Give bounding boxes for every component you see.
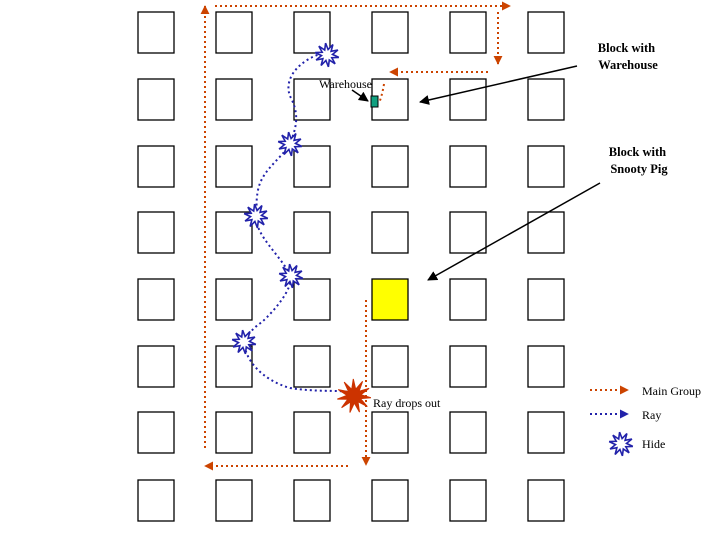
city-block xyxy=(215,78,253,121)
city-block xyxy=(137,11,175,54)
city-block xyxy=(293,345,331,388)
city-block xyxy=(527,211,565,254)
city-block xyxy=(527,11,565,54)
block-with-snooty-pig-label: Block with Snooty Pig xyxy=(609,145,669,176)
city-block xyxy=(449,479,487,522)
legend-ray-label: Ray xyxy=(642,408,661,422)
city-block xyxy=(215,411,253,454)
main-group-route xyxy=(200,1,511,471)
block-with-snooty-pig-pointer-arrow xyxy=(427,182,601,281)
city-block xyxy=(449,145,487,188)
legend-hide-label: Hide xyxy=(642,437,665,451)
city-block xyxy=(449,345,487,388)
hide-burst-icon xyxy=(231,329,257,355)
pointer-arrows xyxy=(351,65,601,281)
city-block xyxy=(449,211,487,254)
city-block xyxy=(527,78,565,121)
ray-route xyxy=(242,51,351,393)
city-block xyxy=(449,78,487,121)
hide-burst-icon xyxy=(277,131,303,157)
city-block xyxy=(215,11,253,54)
city-block xyxy=(137,345,175,388)
block-with-snooty-pig-label-line1: Block with xyxy=(609,145,666,159)
city-block xyxy=(137,411,175,454)
city-block xyxy=(293,278,331,321)
city-block xyxy=(371,145,409,188)
snooty-pig-block xyxy=(371,278,409,321)
ray-drops-out-label: Ray drops out xyxy=(373,396,441,410)
city-block xyxy=(215,278,253,321)
city-block xyxy=(293,11,331,54)
city-block xyxy=(449,11,487,54)
city-block xyxy=(527,145,565,188)
city-block xyxy=(371,479,409,522)
city-block xyxy=(371,411,409,454)
ray-drops-out-burst-icon xyxy=(337,378,372,413)
block-with-warehouse-label: Block with Warehouse xyxy=(598,41,658,72)
main-group-route-leg-to-warehouse xyxy=(378,83,385,104)
block-with-warehouse-label-line1: Block with xyxy=(598,41,655,55)
legend: Main Group Ray Hide xyxy=(590,384,701,457)
hide-markers xyxy=(231,42,340,355)
city-block-grid xyxy=(137,11,565,522)
city-block xyxy=(527,479,565,522)
city-block xyxy=(449,411,487,454)
city-block xyxy=(449,278,487,321)
city-block xyxy=(215,145,253,188)
warehouse-marker xyxy=(370,95,379,108)
city-block xyxy=(371,11,409,54)
hide-burst-icon xyxy=(278,263,304,289)
city-block xyxy=(527,345,565,388)
hide-burst-icon xyxy=(243,203,269,229)
city-block xyxy=(371,345,409,388)
block-with-snooty-pig-label-line2: Snooty Pig xyxy=(610,162,668,176)
block-with-warehouse-label-line2: Warehouse xyxy=(598,58,658,72)
city-block xyxy=(527,278,565,321)
city-block xyxy=(137,78,175,121)
city-block xyxy=(293,479,331,522)
legend-main-group-label: Main Group xyxy=(642,384,701,398)
city-block xyxy=(293,211,331,254)
city-block xyxy=(137,211,175,254)
city-block xyxy=(137,278,175,321)
block-with-warehouse-pointer-arrow xyxy=(419,65,578,105)
city-block xyxy=(527,411,565,454)
hide-burst-icon xyxy=(314,42,340,68)
city-block xyxy=(137,145,175,188)
city-block xyxy=(293,145,331,188)
city-block xyxy=(137,479,175,522)
warehouse-label-pointer-arrow xyxy=(351,89,369,102)
city-block xyxy=(371,211,409,254)
city-block xyxy=(215,211,253,254)
legend-hide-burst-icon xyxy=(608,431,634,457)
city-block xyxy=(293,78,331,121)
warehouse-label: Warehouse xyxy=(319,77,372,91)
city-block xyxy=(215,479,253,522)
city-block xyxy=(293,411,331,454)
